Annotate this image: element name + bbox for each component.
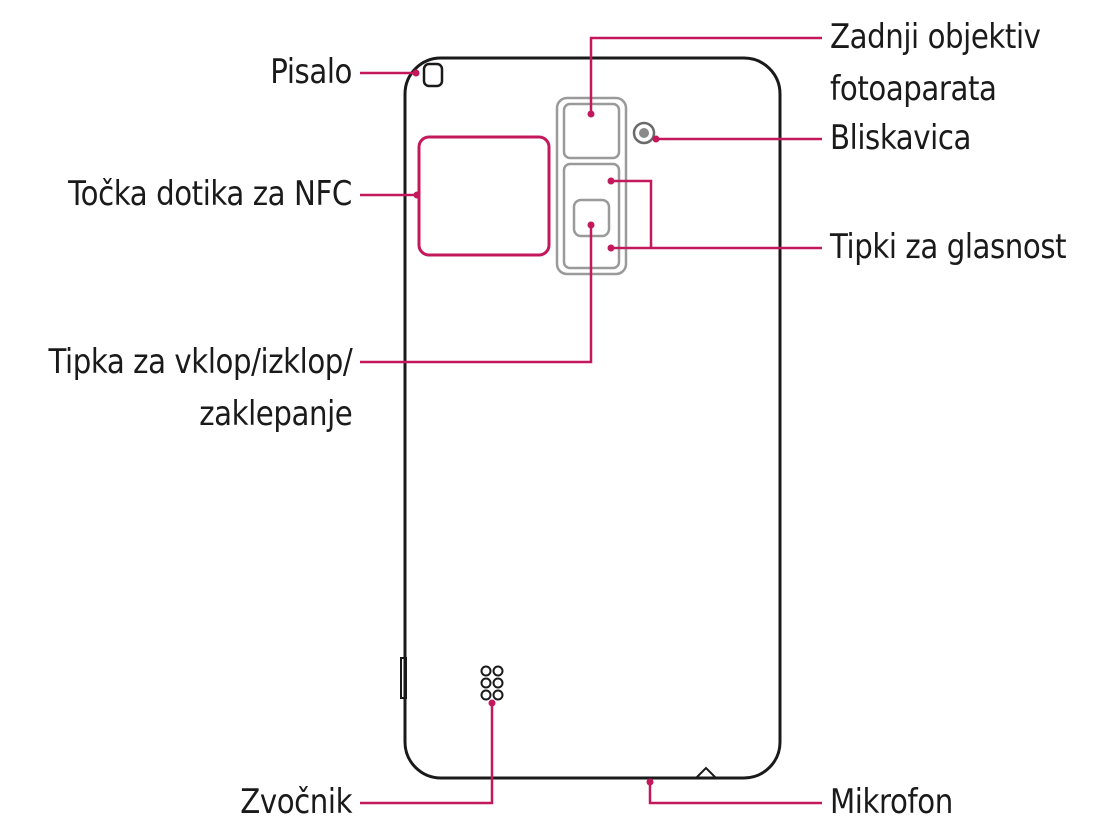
callout-dot-flash (652, 135, 660, 143)
side-notch (400, 657, 407, 699)
label-stylus-text: Pisalo (270, 52, 352, 92)
callout-dot-volume-down (607, 244, 615, 252)
label-power-line1: Tipka za vklop/izklop/ (48, 342, 352, 382)
callout-dot-nfc (413, 191, 421, 199)
label-flash: Bliskavica (830, 112, 971, 164)
callout-dot-power (587, 221, 595, 229)
callout-lines (360, 36, 822, 805)
callout-dot-speaker (488, 699, 496, 707)
label-power-line2: zaklepanje (198, 394, 353, 434)
callout-dot-camera (587, 110, 595, 118)
label-power-lock-key: Tipka za vklop/izklop/ zaklepanje (48, 336, 352, 440)
label-speaker: Zvočnik (240, 776, 352, 828)
label-volume-text: Tipki za glasnost (830, 227, 1067, 267)
label-volume-keys: Tipki za glasnost (830, 221, 1067, 273)
callout-line-power (360, 225, 593, 364)
bottom-notch (695, 766, 717, 779)
phone-outline (403, 56, 782, 780)
label-microphone: Mikrofon (830, 776, 953, 828)
label-flash-text: Bliskavica (830, 118, 972, 158)
label-camera-line2: fotoaparata (830, 69, 997, 109)
callout-dot-stylus (412, 69, 420, 77)
label-rear-camera-lens: Zadnji objektiv fotoaparata (830, 11, 1041, 115)
stylus-slot-icon (422, 62, 444, 88)
flash-icon (632, 121, 656, 145)
label-camera-line1: Zadnji objektiv (830, 17, 1041, 57)
callout-line-camera (589, 36, 822, 112)
callout-dots (412, 69, 660, 786)
label-speaker-text: Zvočnik (240, 782, 352, 822)
label-nfc-touch-point: Točka dotika za NFC (68, 168, 352, 220)
phone-body (400, 56, 782, 780)
label-stylus: Pisalo (270, 46, 352, 98)
callout-line-volume (611, 179, 822, 250)
callout-line-microphone (648, 782, 822, 805)
callout-line-speaker (360, 703, 494, 805)
label-microphone-text: Mikrofon (830, 782, 953, 822)
nfc-area (417, 135, 551, 257)
callout-dot-microphone (646, 778, 654, 786)
callout-dot-volume-up (607, 177, 615, 185)
label-nfc-text: Točka dotika za NFC (68, 174, 352, 214)
speaker-grille-icon (480, 665, 504, 701)
